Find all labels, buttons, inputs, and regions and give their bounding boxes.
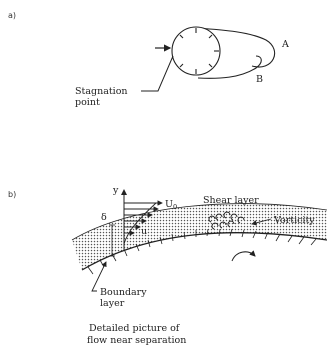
caption-line1: Detailed picture of	[89, 323, 181, 334]
freestream-velocity-label: U0	[165, 199, 177, 211]
stagnation-pointer	[141, 56, 173, 91]
panel-a-tag: a)	[8, 11, 16, 20]
vorticity-label: Vorticity	[273, 215, 315, 226]
cylinder	[172, 27, 220, 75]
y-axis-label: y	[112, 185, 119, 196]
boundary-layer-label-line1: Boundary	[100, 287, 147, 298]
boundary-layer-label-line2: layer	[100, 298, 125, 309]
label-a: A	[281, 39, 289, 50]
cylinder-wake-sketch	[172, 27, 275, 78]
shear-layer-band	[72, 204, 327, 270]
caption-line2: flow near separation	[87, 335, 186, 346]
stagnation-label-line2: point	[75, 97, 100, 108]
reverse-flow-arrow	[232, 252, 255, 261]
stagnation-label-line1: Stagnation	[75, 86, 128, 97]
shear-layer-label: Shear layer	[203, 195, 259, 206]
delta-label: δ	[101, 212, 107, 223]
panel-b-tag: b)	[8, 190, 16, 199]
u-label: u	[141, 226, 147, 237]
label-b: B	[256, 74, 263, 85]
